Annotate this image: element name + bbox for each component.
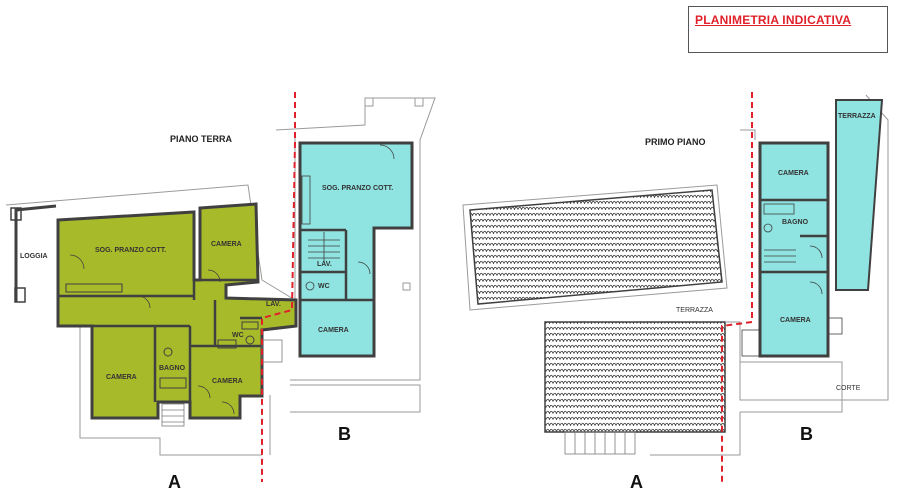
area-label-terrazza: TERRAZZA <box>676 307 713 314</box>
kitchen-counter <box>65 283 123 293</box>
unit-b-ground: SOG. PRANZO COTT. LAV. WC CAMERA <box>298 141 414 358</box>
room-label-a-wc: WC <box>232 332 244 339</box>
door-swings <box>69 254 235 415</box>
ground-floor-plan: LOGGIA <box>5 92 436 492</box>
unit-b-first: CAMERA BAGNO CAMERA TERRAZZA <box>741 99 884 358</box>
room-label-loggia: LOGGIA <box>20 253 48 260</box>
room-label-a-camera1: CAMERA <box>211 241 242 248</box>
roof-bottom <box>544 321 726 433</box>
unit-label-a-ground: A <box>168 472 181 492</box>
room-label-a-living: SOG. PRANZO COTT. <box>95 247 166 254</box>
room-label-b-living: SOG. PRANZO COTT. <box>322 185 393 192</box>
unit-b-fill <box>298 141 414 358</box>
bath-fixtures <box>159 321 259 389</box>
floor-title-first: PRIMO PIANO <box>645 137 706 147</box>
unit-label-b-first: B <box>800 424 813 444</box>
unit-a-fill <box>56 202 298 420</box>
roof-left <box>469 189 723 305</box>
room-label-a-camera3: CAMERA <box>212 378 243 385</box>
site-lines <box>5 97 436 456</box>
boundary-line-first <box>721 92 753 482</box>
unit-label-a-first: A <box>630 472 643 492</box>
loggia-area: LOGGIA <box>10 204 57 303</box>
roof-bottom-steps <box>564 431 636 455</box>
site-lines-first <box>650 94 889 456</box>
room-label-terrazza-top: TERRAZZA <box>838 113 876 120</box>
terrazza-top-fill <box>835 99 884 291</box>
unit-a-ground: SOG. PRANZO COTT. CAMERA LAV. WC CAMERA … <box>56 202 298 420</box>
legend-box: PLANIMETRIA INDICATIVA <box>688 6 888 53</box>
floor-title-ground: PIANO TERRA <box>170 134 233 144</box>
area-label-corte: CORTE <box>836 385 861 392</box>
room-label-b-camera: CAMERA <box>318 327 349 334</box>
unit-b-first-fill <box>758 141 830 358</box>
first-floor-plan: CAMERA BAGNO CAMERA TERRAZZA PRIMO PIANO… <box>462 92 889 492</box>
ground-stairs <box>161 339 283 427</box>
legend-title: PLANIMETRIA INDICATIVA <box>695 13 852 27</box>
room-label-b-lav: LAV. <box>317 261 332 268</box>
boundary-line-ground <box>261 92 296 482</box>
room-label-first-bagno: BAGNO <box>782 219 809 226</box>
room-label-a-lav: LAV. <box>266 301 281 308</box>
unit-label-b-ground: B <box>338 424 351 444</box>
unit-a-walls <box>58 212 262 418</box>
room-label-first-camera2: CAMERA <box>780 317 811 324</box>
room-label-b-wc: WC <box>318 283 330 290</box>
unit-b-walls <box>300 228 374 302</box>
unit-b-stairs <box>301 144 395 291</box>
room-label-a-camera2: CAMERA <box>106 374 137 381</box>
room-label-a-bagno: BAGNO <box>159 365 186 372</box>
room-label-first-camera1: CAMERA <box>778 170 809 177</box>
